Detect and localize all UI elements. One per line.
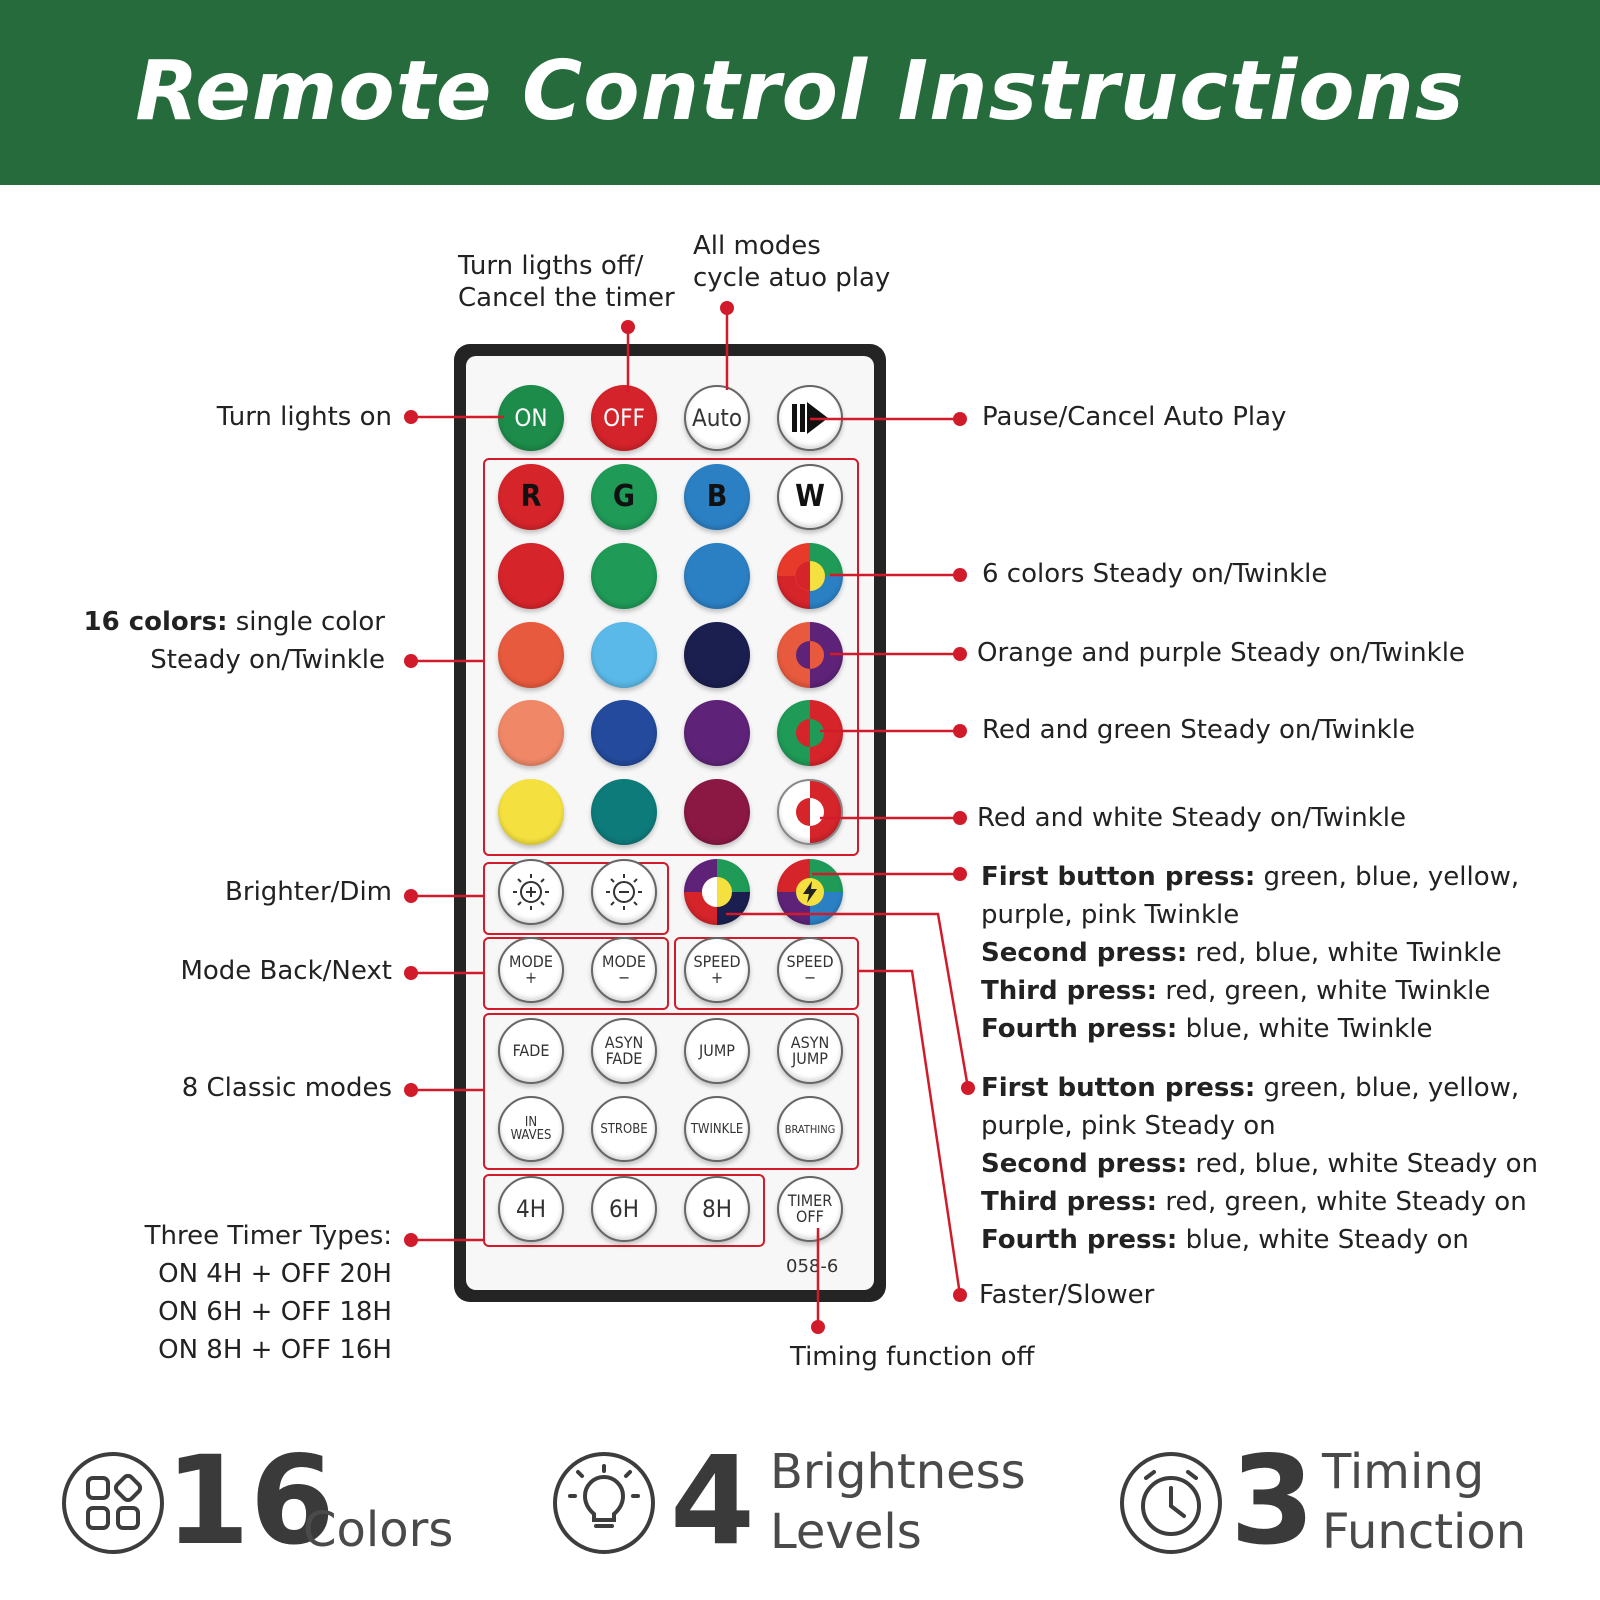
callout-classic-modes: 8 Classic modes	[181, 1073, 392, 1103]
timer-4h-button[interactable]: 4H	[498, 1176, 564, 1242]
callout-red-green: Red and green Steady on/Twinkle	[982, 715, 1415, 745]
stat-timing-number: 3	[1230, 1430, 1315, 1572]
color-button[interactable]	[498, 779, 564, 845]
callout-pause: Pause/Cancel Auto Play	[982, 402, 1287, 432]
header-banner: Remote Control Instructions	[0, 0, 1600, 185]
callout-red-white: Red and white Steady on/Twinkle	[977, 803, 1407, 833]
stat-colors-number: 16	[165, 1430, 335, 1572]
callout-turn-on: Turn lights on	[216, 402, 392, 432]
red-white-button[interactable]	[777, 779, 843, 845]
color-button[interactable]	[684, 779, 750, 845]
red-green-button[interactable]	[777, 700, 843, 766]
classic-modes-group-box	[483, 1013, 859, 1170]
strobe-button[interactable]: STROBE	[591, 1096, 657, 1162]
color-grid-icon	[62, 1452, 164, 1554]
callout-faster-slower: Faster/Slower	[979, 1280, 1155, 1310]
timer-8h-button[interactable]: 8H	[684, 1176, 750, 1242]
sun-plus-icon	[513, 874, 549, 910]
red-button[interactable]: R	[498, 464, 564, 530]
mode-minus-button[interactable]: MODE−	[591, 937, 657, 1003]
white-button[interactable]: W	[777, 464, 843, 530]
color-button[interactable]	[498, 543, 564, 609]
twinkle-button[interactable]: TWINKLE	[684, 1096, 750, 1162]
callout-brighter: Brighter/Dim	[225, 877, 392, 907]
mode-plus-button[interactable]: MODE+	[498, 937, 564, 1003]
color-button[interactable]	[591, 700, 657, 766]
color-button[interactable]	[591, 543, 657, 609]
jump-button[interactable]: JUMP	[684, 1018, 750, 1084]
speed-minus-button[interactable]: SPEED−	[777, 937, 843, 1003]
callout-six-colors: 6 colors Steady on/Twinkle	[982, 559, 1328, 589]
lightning-icon	[796, 878, 824, 906]
six-colors-button[interactable]	[777, 543, 843, 609]
sun-minus-icon	[606, 874, 642, 910]
page-title: Remote Control Instructions	[135, 44, 1465, 139]
off-button[interactable]: OFF	[591, 385, 657, 451]
fade-button[interactable]: FADE	[498, 1018, 564, 1084]
color-button[interactable]	[684, 543, 750, 609]
callout-twinkle-sequence: First button press: green, blue, yellow,…	[981, 862, 1520, 1044]
color-button[interactable]	[591, 622, 657, 688]
stat-colors-label: Colors	[303, 1502, 454, 1558]
brightness-group-box	[483, 862, 669, 935]
blue-button[interactable]: B	[684, 464, 750, 530]
color-button[interactable]	[498, 622, 564, 688]
red-white-icon	[796, 798, 824, 826]
color-button[interactable]	[591, 779, 657, 845]
speed-group-box	[674, 937, 859, 1010]
lightbulb-icon	[553, 1452, 655, 1554]
six-colors-icon	[795, 561, 825, 591]
clock-icon	[1120, 1452, 1222, 1554]
callout-timer-types: Three Timer Types: ON 4H + OFF 20H ON 6H…	[144, 1221, 392, 1365]
brighter-button[interactable]	[498, 859, 564, 925]
on-button[interactable]: ON	[498, 385, 564, 451]
orange-purple-button[interactable]	[777, 622, 843, 688]
timer-6h-button[interactable]: 6H	[591, 1176, 657, 1242]
dim-button[interactable]	[591, 859, 657, 925]
color-button[interactable]	[498, 700, 564, 766]
callout-mode-back: Mode Back/Next	[180, 956, 392, 986]
stat-brightness-number: 4	[670, 1430, 755, 1572]
multi-steady-icon	[702, 877, 732, 907]
model-number: 058-6	[786, 1256, 839, 1277]
green-button[interactable]: G	[591, 464, 657, 530]
auto-button[interactable]: Auto	[684, 385, 750, 451]
leader-line-steady	[726, 912, 970, 1089]
color-group-box	[483, 458, 859, 856]
leader-line-speed	[859, 969, 962, 1296]
callout-orange-purple: Orange and purple Steady on/Twinkle	[977, 638, 1465, 668]
brathing-button[interactable]: BRATHING	[777, 1096, 843, 1162]
orange-purple-icon	[796, 641, 824, 669]
callout-turn-off: Turn ligths off/Cancel the timer	[458, 251, 675, 313]
red-green-icon	[796, 719, 824, 747]
callout-sixteen-colors: 16 colors: single color Steady on/Twinkl…	[83, 607, 385, 675]
color-button[interactable]	[684, 622, 750, 688]
mode-group-box	[483, 937, 669, 1010]
color-button[interactable]	[684, 700, 750, 766]
timer-group-box	[483, 1174, 765, 1247]
speed-plus-button[interactable]: SPEED+	[684, 937, 750, 1003]
callout-timing-off: Timing function off	[790, 1342, 1035, 1372]
callout-steady-sequence: First button press: green, blue, yellow,…	[981, 1073, 1538, 1255]
